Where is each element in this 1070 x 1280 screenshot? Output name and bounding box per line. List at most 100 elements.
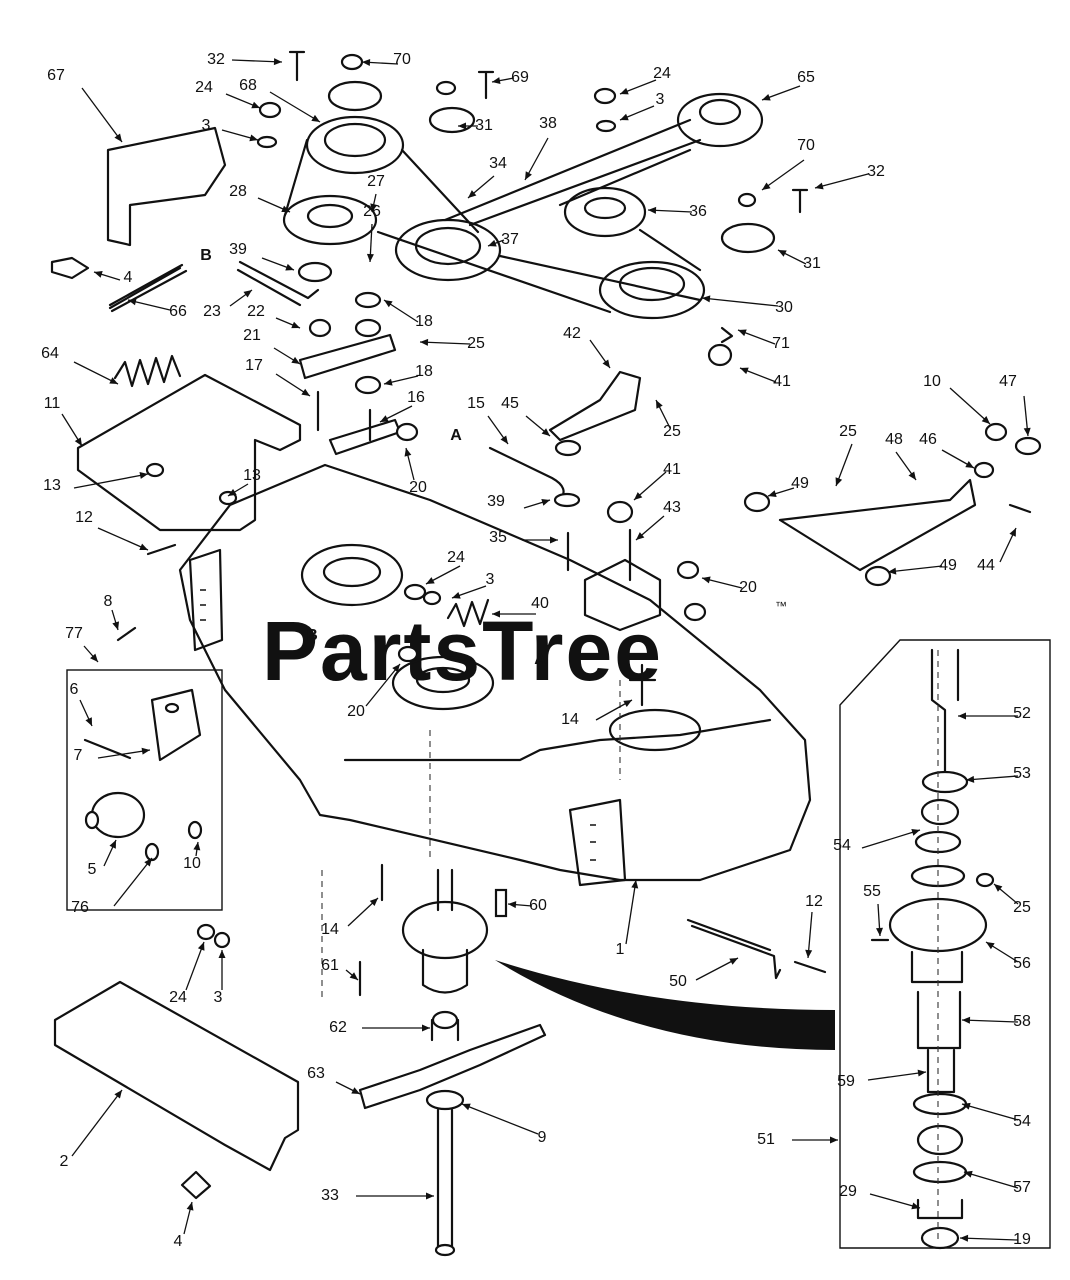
callout-10: 10 bbox=[923, 373, 941, 390]
leader-line-67 bbox=[81, 87, 123, 143]
callout-56: 56 bbox=[1013, 955, 1031, 972]
callout-9: 9 bbox=[538, 1129, 547, 1146]
callout-24: 24 bbox=[169, 989, 187, 1006]
leader-arrow-16 bbox=[380, 415, 389, 422]
callout-66: 66 bbox=[169, 303, 187, 320]
leader-arrow-24 bbox=[620, 87, 629, 95]
callout-35: 35 bbox=[489, 529, 507, 546]
callout-25: 25 bbox=[839, 423, 857, 440]
callout-42: 42 bbox=[563, 325, 581, 342]
leader-arrow-13 bbox=[139, 472, 148, 479]
leader-arrow-51 bbox=[830, 1136, 838, 1144]
leader-line-2 bbox=[71, 1089, 123, 1157]
callout-53: 53 bbox=[1013, 765, 1031, 782]
leader-arrow-64 bbox=[109, 377, 118, 384]
leader-arrow-70 bbox=[762, 182, 771, 190]
leader-arrow-32 bbox=[815, 182, 824, 190]
leader-arrow-17 bbox=[301, 388, 310, 396]
leader-arrow-28 bbox=[281, 205, 290, 212]
callout-54: 54 bbox=[1013, 1113, 1031, 1130]
leader-arrow-48 bbox=[908, 471, 916, 480]
leader-arrow-10 bbox=[981, 416, 990, 424]
callout-52: 52 bbox=[1013, 705, 1031, 722]
callout-10: 10 bbox=[183, 855, 201, 872]
callout-34: 34 bbox=[489, 155, 507, 172]
callout-32: 32 bbox=[867, 163, 885, 180]
leader-arrow-65 bbox=[762, 93, 771, 101]
callout-11: 11 bbox=[44, 395, 61, 412]
leader-line-59 bbox=[867, 1071, 927, 1081]
leader-arrow-63 bbox=[351, 1087, 360, 1094]
callout-68: 68 bbox=[239, 77, 257, 94]
callout-21: 21 bbox=[243, 327, 261, 344]
leader-line-54 bbox=[961, 1103, 1019, 1121]
leader-arrow-4 bbox=[186, 1202, 194, 1211]
leader-line-24 bbox=[185, 941, 205, 991]
leader-arrow-30 bbox=[702, 295, 711, 303]
leader-arrow-24 bbox=[197, 942, 205, 951]
leader-arrow-46 bbox=[965, 461, 974, 468]
leader-arrow-5 bbox=[109, 840, 116, 849]
leader-line-57 bbox=[963, 1171, 1019, 1189]
callout-5: 5 bbox=[88, 861, 97, 878]
callout-20: 20 bbox=[409, 479, 427, 496]
callout-37: 37 bbox=[501, 231, 519, 248]
leader-arrow-52 bbox=[958, 712, 966, 720]
callout-23: 23 bbox=[203, 303, 221, 320]
leader-arrow-1 bbox=[631, 880, 639, 889]
callout-54: 54 bbox=[833, 837, 851, 854]
callout-17: 17 bbox=[245, 357, 263, 374]
leader-arrow-66 bbox=[128, 298, 137, 306]
callout-38: 38 bbox=[539, 115, 557, 132]
section-marker-A: A bbox=[450, 427, 462, 444]
leader-arrow-14 bbox=[369, 898, 378, 907]
leader-arrow-15 bbox=[500, 435, 508, 444]
callout-58: 58 bbox=[1013, 1013, 1031, 1030]
mower-deck bbox=[178, 463, 812, 1000]
callout-12: 12 bbox=[805, 893, 823, 910]
callout-2: 2 bbox=[60, 1153, 69, 1170]
leader-line-54 bbox=[861, 829, 921, 849]
leader-arrow-60 bbox=[508, 901, 517, 909]
section-marker-A: A bbox=[534, 651, 546, 668]
leader-arrow-36 bbox=[648, 206, 657, 214]
callout-45: 45 bbox=[501, 395, 519, 412]
leader-arrow-3 bbox=[218, 950, 226, 958]
callout-77: 77 bbox=[65, 625, 83, 642]
callout-46: 46 bbox=[919, 431, 937, 448]
leader-arrow-68 bbox=[311, 114, 320, 122]
callout-65: 65 bbox=[797, 69, 815, 86]
leader-arrow-25 bbox=[656, 400, 663, 409]
callout-67: 67 bbox=[47, 67, 65, 84]
callout-4: 4 bbox=[174, 1233, 183, 1250]
leader-arrow-42 bbox=[602, 359, 610, 368]
leader-arrow-38 bbox=[525, 171, 532, 180]
left-parts bbox=[50, 126, 419, 1200]
callout-14: 14 bbox=[561, 711, 579, 728]
leader-arrow-40 bbox=[492, 610, 500, 618]
leader-arrow-62 bbox=[422, 1024, 430, 1032]
leader-line-49 bbox=[887, 565, 943, 573]
leader-arrow-3 bbox=[249, 134, 258, 142]
callout-24: 24 bbox=[653, 65, 671, 82]
callout-26: 26 bbox=[363, 203, 381, 220]
callout-4: 4 bbox=[124, 269, 133, 286]
leader-arrow-20 bbox=[404, 448, 412, 457]
pulley-system bbox=[256, 50, 809, 320]
leader-arrow-44 bbox=[1009, 528, 1016, 537]
callout-15: 15 bbox=[467, 395, 485, 412]
right-parts bbox=[488, 326, 1042, 980]
leader-arrow-3 bbox=[620, 113, 629, 121]
callout-39: 39 bbox=[487, 493, 505, 510]
callout-3: 3 bbox=[656, 91, 665, 108]
leader-arrow-70 bbox=[362, 58, 371, 66]
leader-arrow-12 bbox=[139, 543, 148, 550]
callout-47: 47 bbox=[999, 373, 1017, 390]
callout-24: 24 bbox=[447, 549, 465, 566]
callout-55: 55 bbox=[863, 883, 881, 900]
leader-arrow-31 bbox=[778, 250, 787, 257]
leader-arrow-69 bbox=[492, 77, 501, 85]
leader-arrow-9 bbox=[462, 1103, 471, 1111]
callout-24: 24 bbox=[195, 79, 213, 96]
callout-61: 61 bbox=[321, 957, 339, 974]
